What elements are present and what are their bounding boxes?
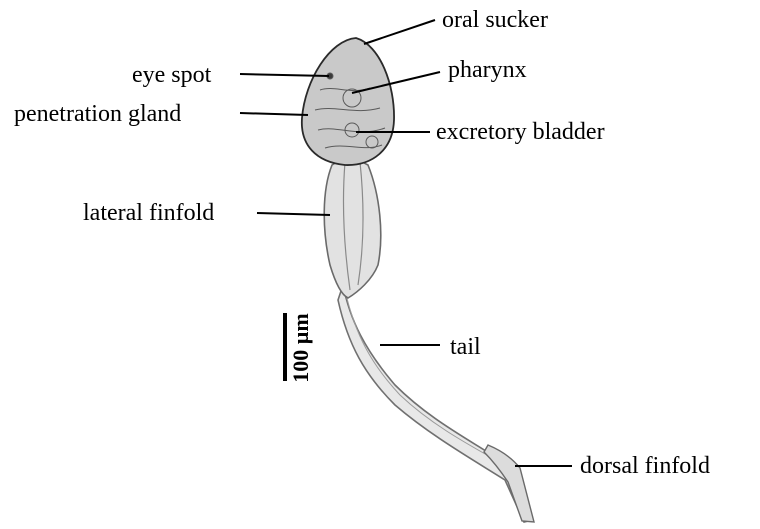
label-pharynx: pharynx [448,56,527,84]
lateral-finfold-shape [324,160,381,298]
label-tail: tail [450,333,481,361]
label-lateral-finfold: lateral finfold [83,199,214,227]
label-penetration-gland: penetration gland [14,100,181,128]
pointer-penetration-gland [240,113,308,115]
tail-midline [345,290,510,468]
tail-shaft [338,285,532,522]
label-dorsal-finfold: dorsal finfold [580,452,710,480]
scale-bar-label: 100 µm [288,313,314,383]
pointer-oral-sucker [364,20,435,44]
dorsal-finfold-shape [484,445,534,522]
pointer-lateral-finfold [257,213,330,215]
label-eye-spot: eye spot [132,61,211,89]
label-oral-sucker: oral sucker [442,6,548,34]
label-excretory-bladder: excretory bladder [436,118,605,146]
